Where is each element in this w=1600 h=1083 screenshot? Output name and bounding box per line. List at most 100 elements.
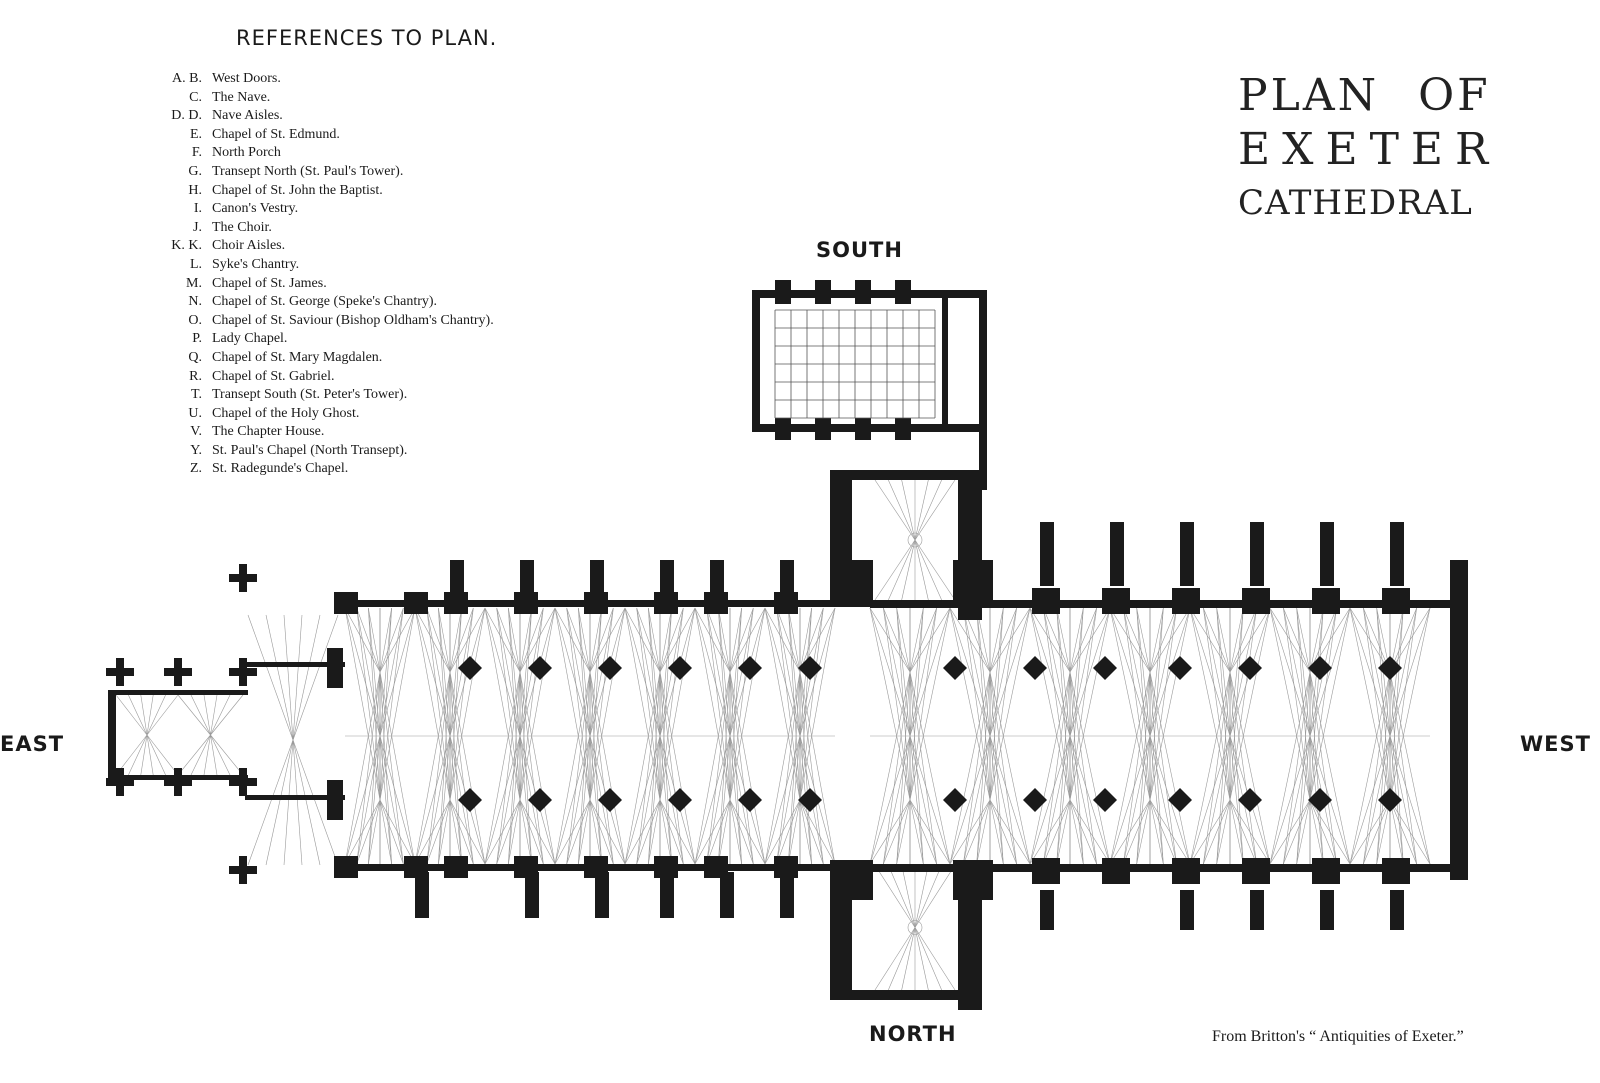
reference-item: G.Transept North (St. Paul's Tower). [150, 163, 494, 182]
reference-label: Chapel of St. Mary Magdalen. [212, 349, 383, 365]
piers [106, 564, 1402, 884]
reference-key: F. [191, 145, 202, 161]
choir-north-buttress [595, 872, 609, 918]
cross-pier-v [239, 768, 247, 796]
reference-item: J.The Choir. [150, 219, 494, 238]
choir-wall-pier-north [514, 856, 538, 878]
reference-item: Y. St. Paul's Chapel (North Transept). [150, 442, 494, 461]
choir-wall-pier-south [584, 592, 608, 614]
reference-item: V. The Chapter House. [150, 423, 494, 442]
chapter-house-partition [942, 290, 948, 430]
wall-pier-south [1312, 588, 1340, 614]
arcade-pier [528, 788, 552, 812]
reference-key: Z. [189, 461, 202, 477]
east-arcade-pier [327, 780, 343, 820]
choir-wall-pier-south [654, 592, 678, 614]
chapter-house-floor-grid [774, 309, 936, 419]
arcade-pier [1093, 788, 1117, 812]
reference-key: V. [190, 424, 202, 440]
reference-label: The Chapter House. [212, 424, 325, 440]
arcade-pier [458, 788, 482, 812]
reference-label: Chapel of the Holy Ghost. [212, 405, 360, 421]
nave-north-buttress [1180, 890, 1194, 930]
arcade-pier [798, 656, 822, 680]
arcade-pier [798, 788, 822, 812]
chapter-house-west [979, 290, 987, 490]
choir-north-buttress [415, 872, 429, 918]
reference-label: Syke's Chantry. [212, 256, 300, 272]
arcade-pier [1238, 656, 1262, 680]
reference-item: R.Chapel of St. Gabriel. [150, 368, 494, 387]
wall-pier-south [1242, 588, 1270, 614]
crossing-pier-se [833, 560, 873, 600]
references-list: A. B.West Doors.C.The Nave.D. D.Nave Ais… [150, 70, 494, 479]
east-arcade-pier [327, 648, 343, 688]
reference-item: M.Chapel of St. James. [150, 275, 494, 294]
lady-chapel-north-wall [245, 795, 345, 800]
chapter-house-buttress [775, 280, 791, 304]
choir-wall-pier-south [404, 592, 428, 614]
reference-item: I.Canon's Vestry. [150, 200, 494, 219]
reference-label: Chapel of St. James. [212, 275, 327, 291]
compass-south: SOUTH [816, 238, 903, 262]
reference-item: Z.St. Radegunde's Chapel. [150, 460, 494, 479]
arcade-pier [1168, 788, 1192, 812]
crossing-pier-ne [833, 860, 873, 900]
arcade-pier [1168, 656, 1192, 680]
reference-key: E. [189, 126, 202, 142]
nave-north-buttress [1250, 890, 1264, 930]
arcade-pier [1093, 656, 1117, 680]
title-line-3: CATHEDRAL [1238, 183, 1473, 223]
reference-label: Choir Aisles. [212, 238, 286, 254]
choir-wall-pier-north [334, 856, 358, 878]
arcade-pier [1023, 656, 1047, 680]
arcade-pier [1238, 788, 1262, 812]
chapter-house-buttress [815, 418, 831, 440]
crossing-pier-sw [953, 560, 993, 600]
compass-east: EAST [0, 732, 65, 756]
reference-item: T.Transept South (St. Peter's Tower). [150, 386, 494, 405]
wall-pier-north [1032, 858, 1060, 884]
choir-north-buttress [780, 872, 794, 918]
reference-label: North Porch [212, 145, 281, 161]
reference-item: D. D.Nave Aisles. [150, 107, 494, 126]
nave-north-buttress [1040, 890, 1054, 930]
reference-key: P. [192, 331, 202, 347]
compass-north: NORTH [869, 1022, 957, 1046]
reference-key: H. [188, 182, 202, 198]
reference-item: E.Chapel of St. Edmund. [150, 126, 494, 145]
east-end-wall [108, 690, 116, 780]
nave-north-buttress [1320, 890, 1334, 930]
reference-item: N.Chapel of St. George (Speke's Chantry)… [150, 293, 494, 312]
reference-item: L. Syke's Chantry. [150, 256, 494, 275]
cross-pier-v [239, 658, 247, 686]
arcade-pier [458, 656, 482, 680]
reference-label: St. Paul's Chapel (North Transept). [212, 442, 408, 458]
wall-pier-north [1172, 858, 1200, 884]
nave-south-buttress [1180, 522, 1194, 586]
reference-key: Y. [190, 442, 202, 458]
reference-key: N. [188, 294, 202, 310]
reference-key: O. [188, 312, 202, 328]
reference-label: The Nave. [212, 89, 271, 105]
reference-label: Chapel of St. Gabriel. [212, 368, 335, 384]
arcade-pier [943, 788, 967, 812]
reference-item: O.Chapel of St. Saviour (Bishop Oldham's… [150, 312, 493, 331]
title-line-1: PLAN OF [1238, 70, 1491, 121]
reference-item: H. Chapel of St. John the Baptist. [150, 182, 494, 201]
reference-label: Chapel of St. John the Baptist. [212, 182, 383, 198]
nave-south-buttress [1390, 522, 1404, 586]
chapter-house-buttress [775, 418, 791, 440]
reference-key: G. [188, 163, 202, 179]
choir-wall-pier-south [514, 592, 538, 614]
reference-key: L. [189, 256, 202, 272]
wall-pier-south [1102, 588, 1130, 614]
arcade-pier [598, 788, 622, 812]
choir-wall-pier-north [774, 856, 798, 878]
nave-south-buttress [1250, 522, 1264, 586]
nave-north-wall [870, 864, 1450, 872]
choir-wall-pier-south [704, 592, 728, 614]
compass-west: WEST [1520, 732, 1591, 756]
plan-title: PLAN OF EXETER CATHEDRAL [1238, 70, 1500, 223]
